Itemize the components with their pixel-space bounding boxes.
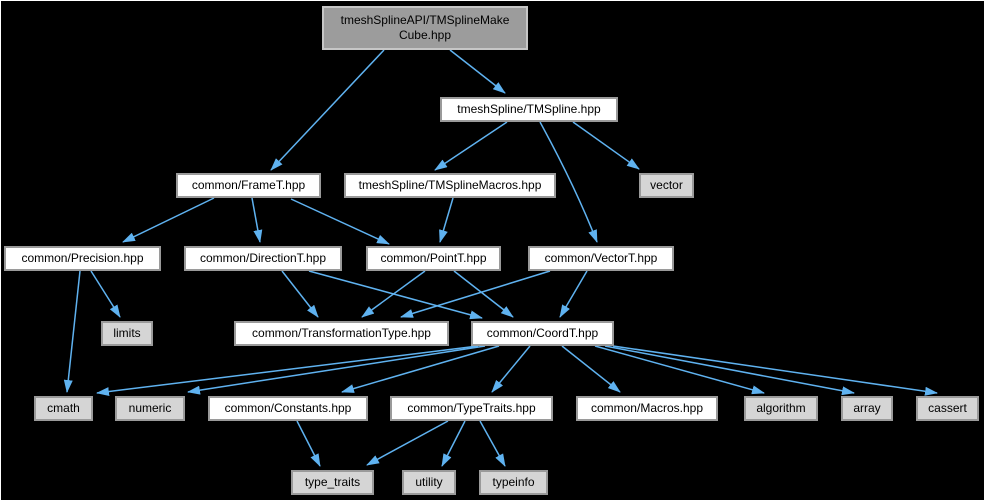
- dependency-arrow-tmsplinemakecube-to-framet: [270, 49, 385, 171]
- dependency-arrow-typetraits-to-utility: [441, 420, 466, 467]
- dependency-arrow-precision-to-limits: [90, 270, 121, 318]
- graph-node-coordt[interactable]: common/CoordT.hpp: [471, 321, 614, 346]
- graph-node-constants[interactable]: common/Constants.hpp: [208, 396, 368, 421]
- dependency-arrow-constants-to-type_traits: [296, 420, 321, 467]
- dependency-arrow-tmspline-to-vector: [572, 121, 640, 170]
- graph-node-vector: vector: [639, 173, 694, 198]
- graph-node-tmspline[interactable]: tmeshSpline/TMSpline.hpp: [440, 97, 618, 122]
- graph-node-transformationtype[interactable]: common/TransformationType.hpp: [234, 321, 449, 346]
- dependency-arrow-typetraits-to-typeinfo: [479, 420, 506, 467]
- dependency-arrow-precision-to-cmath: [63, 270, 81, 393]
- dependency-arrow-tmspline-to-vectort: [539, 121, 598, 243]
- dependency-arrow-typetraits-to-type_traits: [366, 420, 449, 466]
- graph-node-typetraits[interactable]: common/TypeTraits.hpp: [390, 396, 553, 421]
- graph-node-tmsplinemakecube: tmeshSplineAPI/TMSplineMake Cube.hpp: [322, 6, 528, 50]
- dependency-arrow-tmspline-to-tmsplinemacros: [434, 121, 508, 171]
- dependency-arrow-directiont-to-transformationtype: [281, 270, 319, 318]
- graph-node-typeinfo: typeinfo: [479, 470, 548, 495]
- graph-node-macros[interactable]: common/Macros.hpp: [576, 396, 718, 421]
- dependency-arrow-coordt-to-array: [604, 345, 855, 396]
- dependency-arrow-coordt-to-constants: [341, 345, 500, 393]
- dependency-arrow-directiont-to-coordt: [308, 270, 483, 320]
- graph-node-utility: utility: [402, 470, 456, 495]
- dependency-arrow-pointt-to-transformationtype: [361, 270, 426, 318]
- graph-node-cmath: cmath: [34, 396, 93, 421]
- graph-node-framet[interactable]: common/FrameT.hpp: [176, 173, 321, 198]
- graph-node-vectort[interactable]: common/VectorT.hpp: [528, 246, 674, 271]
- graph-node-pointt[interactable]: common/PointT.hpp: [366, 246, 501, 271]
- graph-node-type_traits: type_traits: [291, 470, 374, 495]
- graph-node-precision[interactable]: common/Precision.hpp: [4, 246, 161, 271]
- dependency-arrow-framet-to-pointt: [290, 198, 390, 245]
- dependency-arrow-coordt-to-numeric: [187, 345, 486, 395]
- dependency-arrow-tmsplinemakecube-to-tmspline: [449, 49, 506, 94]
- dependency-arrow-vectort-to-coordt: [559, 270, 588, 318]
- graph-node-limits: limits: [101, 321, 153, 346]
- graph-node-algorithm: algorithm: [744, 396, 818, 421]
- dependency-arrow-coordt-to-cmath: [96, 345, 479, 396]
- dependency-arrow-pointt-to-coordt: [453, 270, 514, 318]
- dependency-arrow-coordt-to-typetraits: [491, 345, 531, 393]
- dependency-arrow-coordt-to-macros: [561, 345, 621, 393]
- graph-node-cassert: cassert: [916, 396, 979, 421]
- graph-node-array: array: [841, 396, 893, 421]
- dependency-arrow-coordt-to-cassert: [612, 345, 938, 396]
- dependency-arrow-vectort-to-transformationtype: [400, 270, 551, 318]
- graph-node-numeric: numeric: [115, 396, 185, 421]
- dependency-arrow-tmsplinemacros-to-pointt: [439, 197, 454, 243]
- dependency-arrow-framet-to-directiont: [251, 197, 263, 243]
- graph-node-directiont[interactable]: common/DirectionT.hpp: [184, 246, 342, 271]
- graph-node-tmsplinemacros[interactable]: tmeshSpline/TMSplineMacros.hpp: [344, 173, 556, 198]
- dependency-arrow-coordt-to-algorithm: [594, 345, 765, 395]
- dependency-arrow-framet-to-precision: [122, 197, 215, 243]
